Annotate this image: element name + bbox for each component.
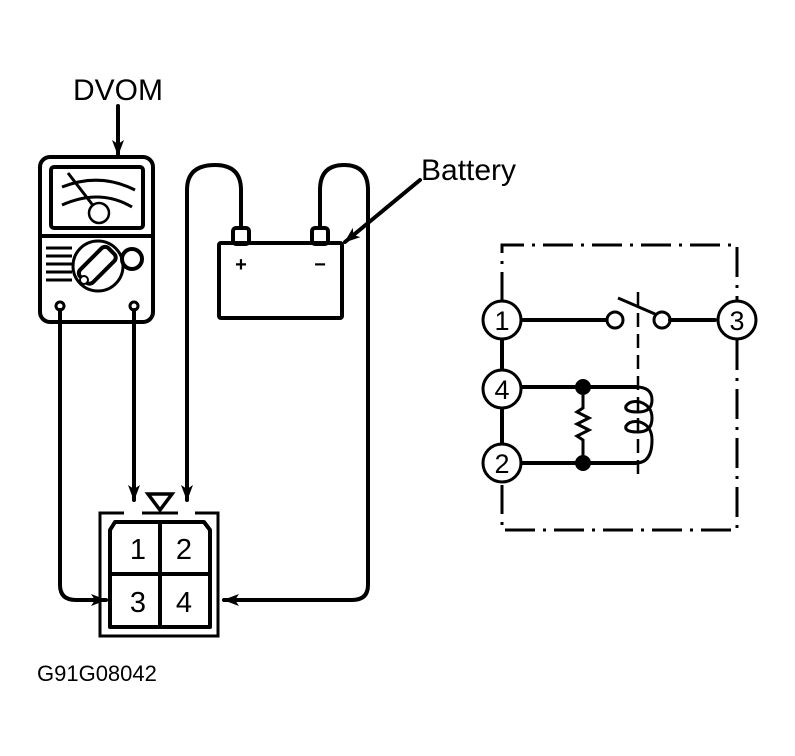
relay-terminal-1-circle xyxy=(481,299,523,341)
relay-terminal-2: 2 xyxy=(494,449,509,479)
figure-code: G91G08042 xyxy=(37,661,157,686)
battery-positive-sign: + xyxy=(235,254,247,276)
battery-negative-sign: − xyxy=(314,254,326,276)
wire-meter-to-pin3 xyxy=(58,308,108,606)
relay-terminal-3-circle xyxy=(716,299,758,341)
relay-terminal-4: 4 xyxy=(494,375,509,405)
dvom-label: DVOM xyxy=(73,74,163,107)
connector-pin-3: 3 xyxy=(130,587,146,619)
relay-schematic-icon xyxy=(500,243,739,532)
connector-pin-2: 2 xyxy=(176,534,192,566)
relay-terminal-2-circle xyxy=(481,442,523,484)
relay-terminal-4-circle xyxy=(481,368,523,410)
relay-terminal-1: 1 xyxy=(494,306,509,336)
connector-icon xyxy=(98,492,220,638)
relay-terminal-3: 3 xyxy=(729,306,744,336)
battery-label: Battery xyxy=(421,154,516,187)
multimeter-icon xyxy=(38,155,155,324)
connector-pin-4: 4 xyxy=(176,587,192,619)
connector-pin-1: 1 xyxy=(130,534,146,566)
battery-pointer-arrow xyxy=(343,178,422,244)
battery-icon: + − xyxy=(217,226,344,320)
wire-battery-positive-to-pin2 xyxy=(181,163,243,502)
wire-battery-negative-to-pin4 xyxy=(222,163,370,606)
